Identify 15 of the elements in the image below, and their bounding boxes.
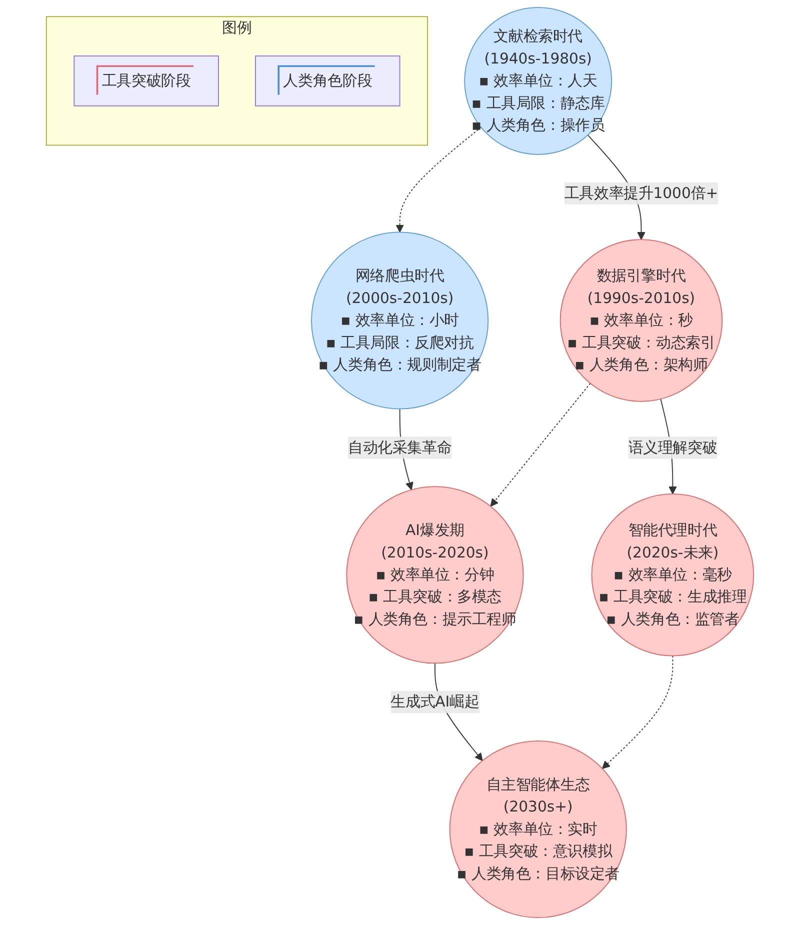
arrow [396, 126, 482, 233]
node-box: 人类角色阶段 [255, 55, 400, 106]
edge-label: 生成式AI崛起 [390, 692, 480, 710]
node-circle: 自主智能体生态 (2030s+) ▪ 效率单位：实时 ▪ 工具突破：意识模拟 ▪ 人类角色：目标设定者 [449, 740, 627, 918]
edge-label: 工具效率提升1000倍+ [564, 184, 718, 202]
node-circle: 智能代理时代 (2020s-未来) ▪ 效率单位：毫秒 ▪ 工具突破：生成推理 ▪ 人类角色：监管者 [591, 494, 754, 656]
node-circle: 数据引擎时代 (1990s-2010s) ▪ 效率单位：秒 ▪ 工具突破：动态索引 ▪ 人类角色：架构师 [560, 239, 723, 402]
arrow [602, 655, 674, 769]
node-circle: 文献检索时代 (1940s-1980s) ▪ 效率单位：人天 ▪ 工具局限：静态库 ▪ 人类角色：操作员 [464, 6, 612, 155]
edge-label: 自动化采集革命 [348, 438, 452, 456]
node-circle: AI爆发期 (2010s-2020s) ▪ 效率单位：分钟 ▪ 工具突破：多模态 ▪ 人类角色：提示工程师 [346, 486, 524, 664]
arrow [490, 382, 591, 507]
edge-label: 语义理解突破 [628, 438, 718, 456]
node-box: 工具突破阶段 [74, 55, 219, 106]
node-circle: 网络爬虫时代 (2000s-2010s) ▪ 效率单位：小时 ▪ 工具局限：反爬对抗 ▪ 人类角色：规则制定者 [311, 232, 489, 410]
